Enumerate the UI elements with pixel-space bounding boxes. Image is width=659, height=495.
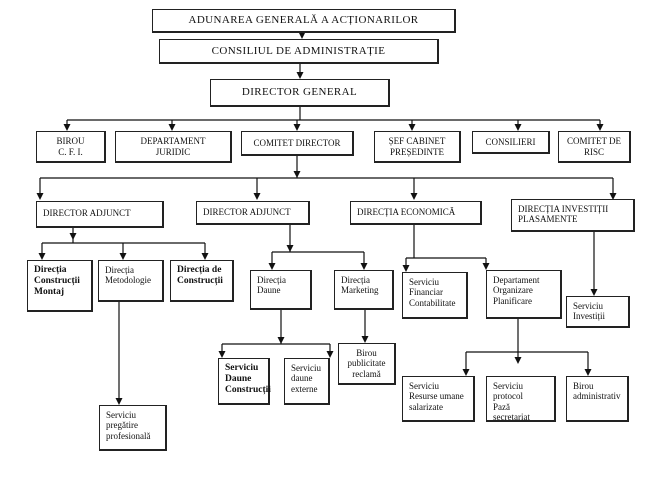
connector-daune-trunk-arrowhead [277,337,285,344]
connector-to-director-adjunct-1-arrowhead [36,193,44,200]
node-serviciu-pregatire-profesionala: Serviciu pregătire profesională [99,405,167,451]
connector-to-director-adjunct-2-arrowhead [253,193,261,200]
connector-to-serviciu-investitii-arrowhead [590,289,598,296]
node-serviciu-daune-externe: Serviciu daune externe [284,358,330,405]
connector-to-departament-organizare-arrowhead [482,263,490,270]
connector-adunarea-consiliul-arrowhead [298,32,306,39]
connector-org-trunk-arrowhead [514,357,522,364]
connector-to-serviciu-resurse-umane-arrowhead [462,369,470,376]
connector-to-serviciu-daune-externe-arrowhead [326,351,334,358]
node-serviciu-resurse-umane: Serviciu Resurse umane salarizate [402,376,475,422]
connector-to-directia-metodologie-arrowhead [119,253,127,260]
node-director-adjunct-1: DIRECTOR ADJUNCT [36,201,164,228]
connector-comitet-trunk-arrowhead [293,171,301,178]
connector-da2-trunk-arrowhead [286,245,294,252]
node-departament-juridic: DEPARTAMENT JURIDIC [115,131,232,163]
node-serviciu-protocol: Serviciu protocol Pază secretariat [486,376,556,422]
node-directia-investitii-plasamente: DIRECȚIA INVESTIȚII PLASAMENTE [511,199,635,232]
connector-to-directia-daune-arrowhead [268,263,276,270]
node-sef-cabinet-presedinte: ȘEF CABINET PREȘEDINTE [374,131,461,163]
node-birou-administrativ: Birou administrativ [566,376,629,422]
node-directia-marketing: Direcția Marketing [334,270,394,310]
connector-to-directia-marketing-arrowhead [360,263,368,270]
connector-to-sef-cabinet-arrowhead [408,124,416,131]
connector-to-directia-investitii-arrowhead [609,193,617,200]
node-directia-daune: Direcția Daune [250,270,312,310]
node-departament-organizare-planificare: Departament Organizare Planificare [486,270,562,319]
node-consiliul-de-administratie: CONSILIUL DE ADMINISTRAȚIE [159,39,439,64]
node-directia-metodologie: Direcția Metodologie [98,260,164,302]
connector-to-birou-publicitate-arrowhead [361,336,369,343]
node-serviciu-investitii: Serviciu Investiții [566,296,630,328]
connector-consiliul-director-general-arrowhead [296,72,304,79]
node-serviciu-daune-constructii: Serviciu Daune Construcții [218,358,271,405]
node-director-general: DIRECTOR GENERAL [210,79,390,107]
node-comitet-de-risc: COMITET DE RISC [558,131,631,163]
connector-to-consilieri-arrowhead [514,124,522,131]
node-serviciu-financiar-contabilitate: Serviciu Financiar Contabilitate [402,272,468,319]
node-directia-de-constructii: Direcția de Construcții [170,260,234,302]
node-consilieri: CONSILIERI [472,131,550,154]
connector-to-directia-constructii-montaj-arrowhead [38,253,46,260]
connector-to-serviciu-pregatire-arrowhead [115,398,123,405]
connector-to-directia-economica-arrowhead [410,193,418,200]
connector-da1-trunk-arrowhead [69,233,77,240]
connector-to-comitet-director-arrowhead [293,124,301,131]
connector-to-serviciu-daune-constructii-arrowhead [218,351,226,358]
node-birou-publicitate-reclama: Birou publicitate reclamă [338,343,396,385]
connector-to-departament-juridic-arrowhead [168,124,176,131]
node-directia-constructii-montaj: Direcția Construcții Montaj [27,260,93,312]
node-adunarea-generala: ADUNAREA GENERALĂ A ACȚIONARILOR [152,9,456,33]
connector-to-birou-cfi-arrowhead [63,124,71,131]
connector-to-comitet-risc-arrowhead [596,124,604,131]
connector-to-serviciu-financiar-arrowhead [402,265,410,272]
node-director-adjunct-2: DIRECTOR ADJUNCT [196,201,310,225]
node-directia-economica: DIRECȚIA ECONOMICĂ [350,201,482,225]
connector-to-directia-de-constructii-arrowhead [201,253,209,260]
node-birou-cfi: BIROU C. F. I. [36,131,106,163]
connector-to-birou-administrativ-arrowhead [584,369,592,376]
node-comitet-director: COMITET DIRECTOR [241,131,354,156]
